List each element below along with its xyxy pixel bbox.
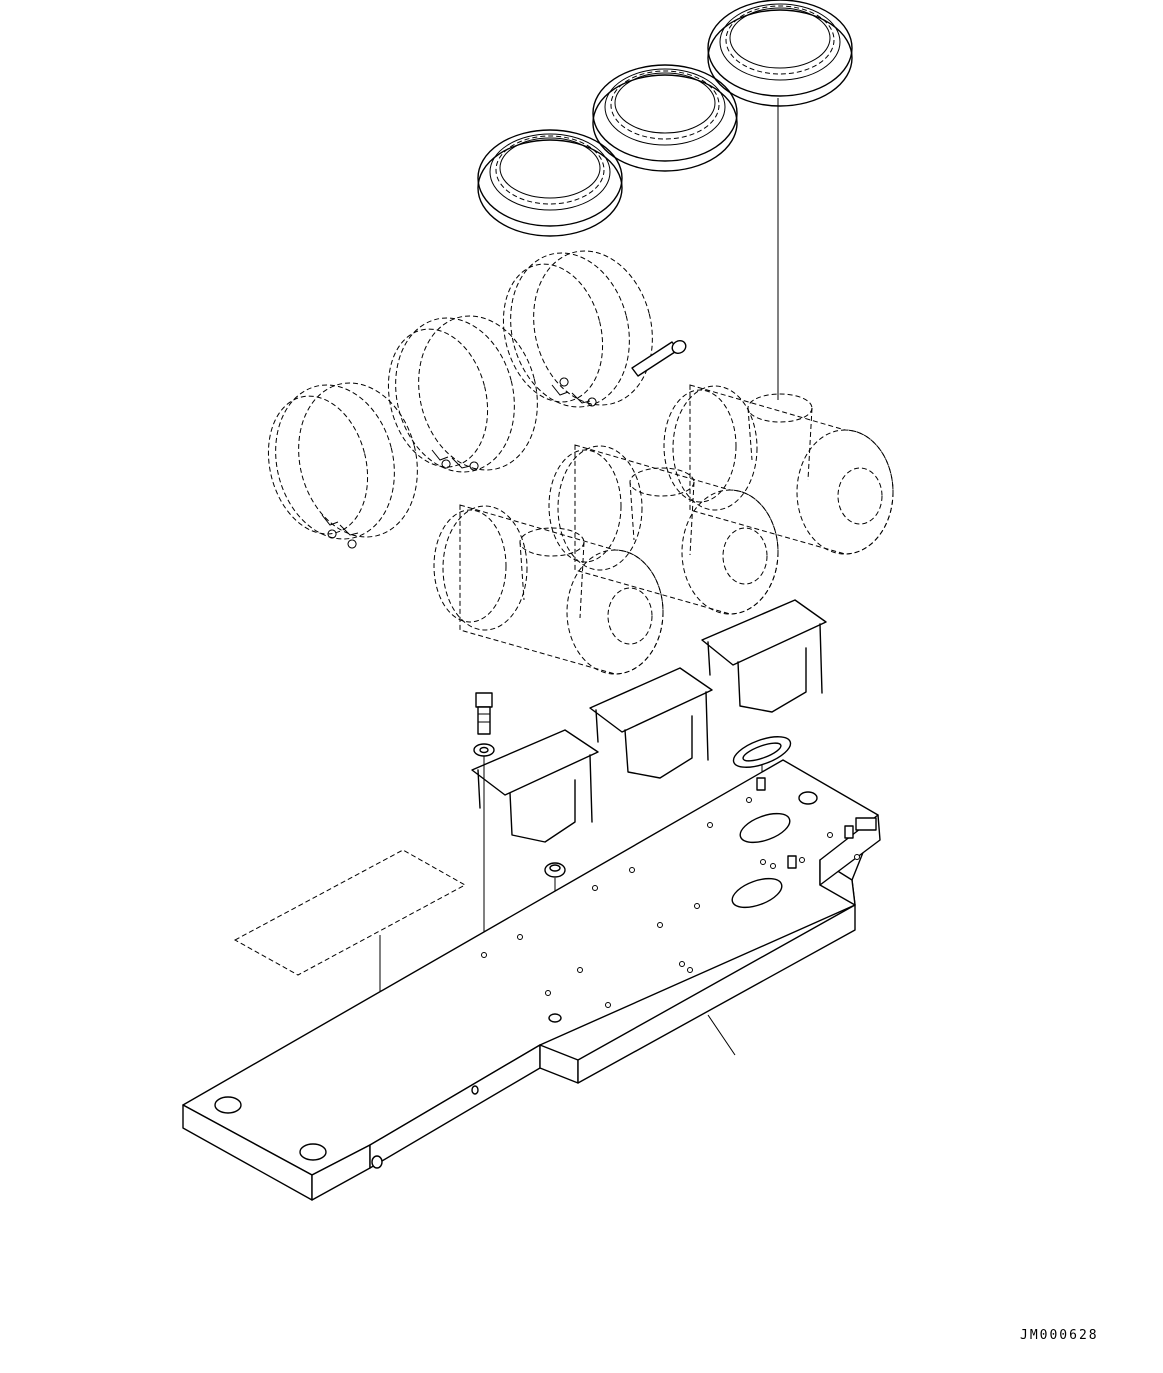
bracket-2 — [589, 667, 713, 779]
long-bolt — [631, 340, 687, 377]
washer — [473, 743, 495, 757]
air-cleaner-body-2 — [548, 444, 779, 615]
bracket-3 — [701, 599, 827, 713]
air-cleaner-body-1 — [433, 504, 664, 675]
bracket-1 — [471, 729, 599, 843]
drawing-number: JM000628 — [1020, 1328, 1099, 1343]
hex-bolt — [475, 692, 493, 735]
band-clamp-2 — [387, 315, 538, 473]
band-clamp-1 — [267, 382, 418, 549]
air-cleaner-body-3 — [663, 384, 894, 555]
dust-cap-1 — [477, 129, 623, 237]
rubber-grommet — [544, 862, 566, 878]
plate-holes — [481, 797, 860, 1008]
dust-cap-2 — [592, 64, 738, 172]
side-fitting — [371, 1155, 383, 1169]
band-clamp-3 — [502, 250, 653, 408]
oval-seal — [732, 736, 792, 768]
plate-studs — [756, 777, 877, 869]
mounting-plate — [182, 759, 881, 1201]
side-fitting — [471, 1085, 479, 1095]
dust-cap-3 — [707, 0, 853, 107]
leader-line-plate — [707, 1014, 736, 1056]
